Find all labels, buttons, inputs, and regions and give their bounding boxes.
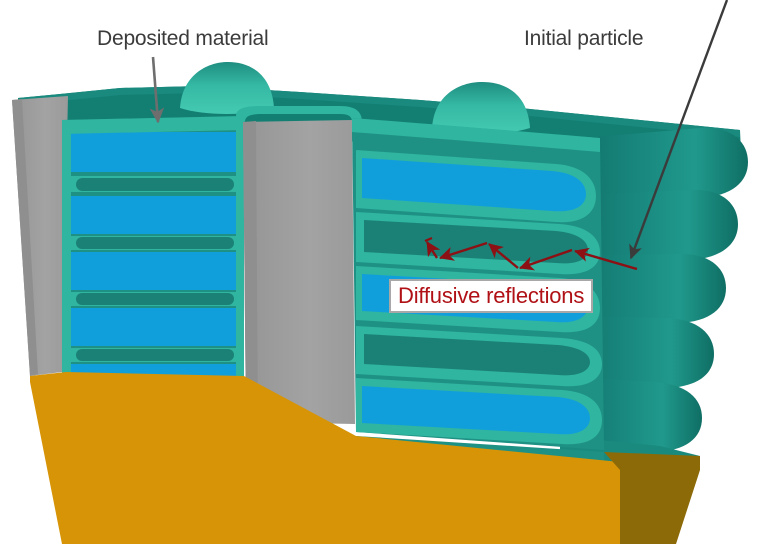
leader-line-deposited-material — [149, 56, 165, 124]
blue-channel-3-right — [356, 378, 602, 445]
leader-line-initial-particle — [629, 0, 729, 260]
blue-channel-1-right — [356, 150, 596, 223]
left-gray-pillar — [12, 96, 68, 376]
label-diffusive-reflections: Diffusive reflections — [389, 279, 594, 314]
deposited-mound-right — [432, 82, 530, 134]
orange-substrate — [30, 372, 700, 544]
teal-slot-1-right — [356, 212, 600, 275]
center-gray-pillar — [236, 106, 362, 424]
label-initial-particle: Initial particle — [524, 27, 644, 50]
deposited-mound-left — [180, 62, 274, 114]
label-deposited-material: Deposited material — [97, 27, 269, 50]
teal-slot-2-right — [356, 326, 602, 387]
diffusive-reflection-path — [424, 236, 638, 271]
